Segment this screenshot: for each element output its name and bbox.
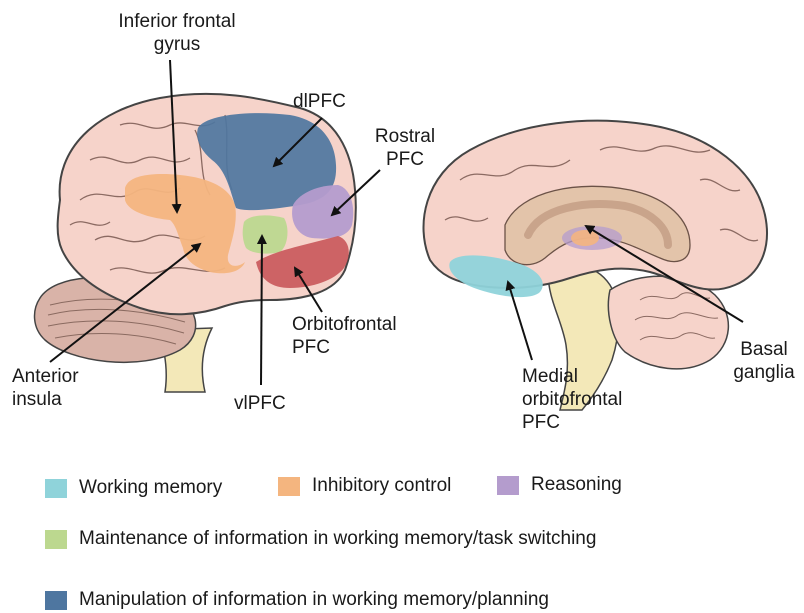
label-medial-orbitofrontal-pfc-line1: Medial — [522, 365, 622, 388]
label-orbitofrontal-pfc-line2: PFC — [292, 336, 397, 359]
label-basal-ganglia-line2: ganglia — [728, 361, 800, 384]
legend-swatch-manipulation — [45, 591, 67, 610]
label-basal-ganglia-line1: Basal — [728, 338, 800, 361]
legend-swatch-inhibitory-control — [278, 477, 300, 496]
label-inferior-frontal-gyrus-line2: gyrus — [112, 33, 242, 56]
legend-label-inhibitory-control: Inhibitory control — [312, 474, 451, 498]
label-anterior-insula-line2: insula — [12, 388, 79, 411]
label-anterior-insula: Anterior insula — [12, 365, 79, 411]
legend-label-reasoning: Reasoning — [531, 473, 622, 497]
label-medial-orbitofrontal-pfc-line3: PFC — [522, 411, 622, 434]
label-rostral-pfc-line2: PFC — [365, 148, 445, 171]
label-medial-orbitofrontal-pfc: Medial orbitofrontal PFC — [522, 365, 622, 434]
label-medial-orbitofrontal-pfc-line2: orbitofrontal — [522, 388, 622, 411]
label-anterior-insula-line1: Anterior — [12, 365, 79, 388]
label-inferior-frontal-gyrus: Inferior frontal gyrus — [112, 10, 242, 56]
label-orbitofrontal-pfc-line1: Orbitofrontal — [292, 313, 397, 336]
legend-swatch-working-memory — [45, 479, 67, 498]
vlpfc-region — [243, 215, 288, 253]
label-rostral-pfc: Rostral PFC — [365, 125, 445, 171]
legend-label-maintenance: Maintenance of information in working me… — [79, 527, 596, 551]
label-rostral-pfc-line1: Rostral — [365, 125, 445, 148]
label-dlpfc: dlPFC — [293, 90, 346, 113]
arrow-vlpfc — [261, 236, 262, 385]
label-inferior-frontal-gyrus-line1: Inferior frontal — [112, 10, 242, 33]
legend-label-working-memory: Working memory — [79, 476, 222, 500]
legend-label-manipulation: Manipulation of information in working m… — [79, 588, 549, 612]
legend-swatch-reasoning — [497, 476, 519, 495]
legend-swatch-maintenance — [45, 530, 67, 549]
label-orbitofrontal-pfc: Orbitofrontal PFC — [292, 313, 397, 359]
label-basal-ganglia: Basal ganglia — [728, 338, 800, 384]
label-vlpfc: vlPFC — [234, 392, 286, 415]
